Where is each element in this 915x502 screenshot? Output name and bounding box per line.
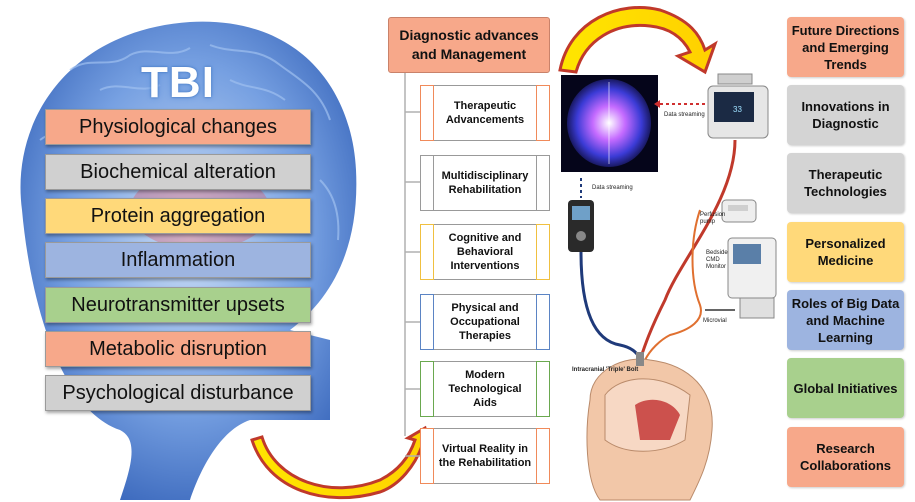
patient-head-illustration <box>586 352 713 501</box>
tree-connectors <box>404 73 420 457</box>
data-streaming-label-top: Data streaming <box>664 112 705 118</box>
center-item-label: Virtual Reality in the Rehabilitation <box>438 443 532 469</box>
cause-metabolic-disruption: Metabolic disruption <box>45 331 311 367</box>
curved-arrow-top-icon <box>558 6 718 75</box>
center-item-therapeutic-advancements: Therapeutic Advancements <box>420 85 550 141</box>
center-item-label: Cognitive and Behavioral Interventions <box>448 232 522 272</box>
right-item-innovations-diagnostic: Innovations in Diagnostic <box>787 85 904 145</box>
cause-biochemical-alteration: Biochemical alteration <box>45 154 311 190</box>
right-item-therapeutic-technologies: Therapeutic Technologies <box>787 153 904 213</box>
right-item-future-directions: Future Directions and Emerging Trends <box>787 17 904 77</box>
cause-neurotransmitter-upsets: Neurotransmitter upsets <box>45 287 311 323</box>
center-item-label: Multidisciplinary Rehabilitation <box>441 170 529 196</box>
microvial-label: Microvial <box>703 318 727 324</box>
center-item-modern-technological-aids: Modern Technological Aids <box>420 361 550 417</box>
cause-inflammation: Inflammation <box>45 242 311 278</box>
center-item-label: Therapeutic Advancements <box>445 100 525 126</box>
monitor-value: 33 <box>733 105 742 114</box>
bolt-label: Intracranial 'Triple' Bolt <box>572 367 639 373</box>
center-item-virtual-reality: Virtual Reality in the Rehabilitation <box>420 428 550 484</box>
cause-protein-aggregation: Protein aggregation <box>45 198 311 234</box>
center-header: Diagnostic advances and Management <box>388 17 550 73</box>
right-item-big-data-ml: Roles of Big Data and Machine Learning <box>787 290 904 350</box>
center-item-multidisciplinary-rehabilitation: Multidisciplinary Rehabilitation <box>420 155 550 211</box>
cmd-monitor-label: Bedside CMD Monitor <box>706 250 728 270</box>
center-item-label: Modern Technological Aids <box>448 369 522 409</box>
patient-monitor-icon: 33 <box>707 73 769 139</box>
handheld-device-icon <box>568 200 594 252</box>
perfusion-pump-label: Perfusion pump <box>700 212 726 225</box>
data-streaming-label-mid: Data streaming <box>592 185 633 191</box>
tbi-title: TBI <box>141 58 215 107</box>
brain-scan-image <box>561 75 658 172</box>
cause-psychological-disturbance: Psychological disturbance <box>45 375 311 411</box>
center-item-physical-occupational: Physical and Occupational Therapies <box>420 294 550 350</box>
center-item-label: Physical and Occupational Therapies <box>450 302 520 342</box>
center-item-cognitive-behavioral: Cognitive and Behavioral Interventions <box>420 224 550 280</box>
right-item-research-collaborations: Research Collaborations <box>787 427 904 487</box>
right-item-personalized-medicine: Personalized Medicine <box>787 222 904 282</box>
perfusion-pump-icon <box>721 199 757 223</box>
curved-arrow-bottom-icon <box>250 425 433 500</box>
cause-physiological-changes: Physiological changes <box>45 109 311 145</box>
cmd-monitor-icon <box>727 237 777 319</box>
right-item-global-initiatives: Global Initiatives <box>787 358 904 418</box>
